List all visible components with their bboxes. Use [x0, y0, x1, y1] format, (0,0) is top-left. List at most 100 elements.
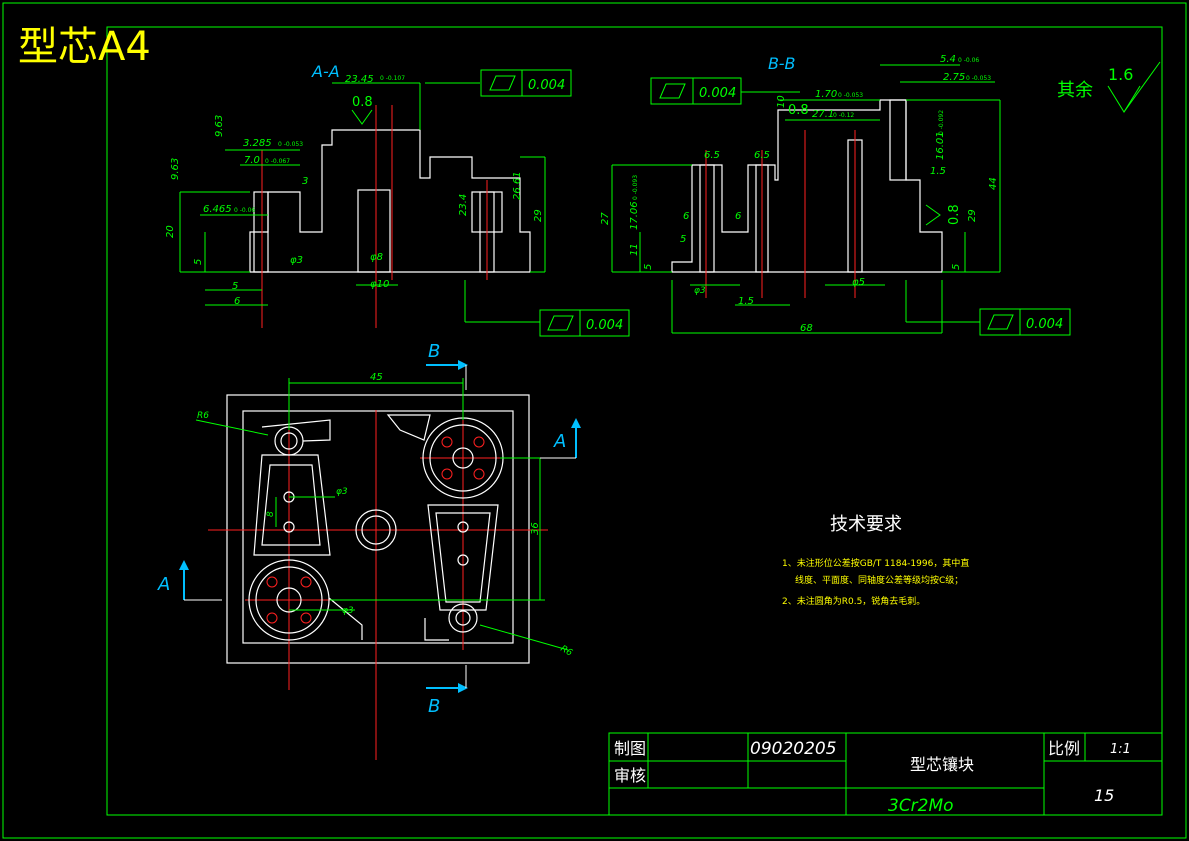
bb-dim-6-a: 6	[683, 211, 689, 222]
aa-flatness-frame-top: 0.004	[480, 69, 572, 97]
cut-arrow-a-right: A	[540, 418, 581, 459]
title-material: 3Cr2Mo	[888, 796, 954, 816]
plan-left-taper	[253, 454, 331, 556]
bb-dim-1-5: 1.5	[738, 296, 754, 307]
cut-arrow-a-left: A	[157, 560, 222, 601]
aa-dim-23-45: 23.45	[345, 74, 374, 85]
section-bb-label: B-B	[768, 54, 795, 73]
plan-left-taper-inner	[261, 464, 321, 546]
plan-tr-tab	[386, 414, 431, 441]
aa-dim-7-0: 7.0	[244, 155, 260, 166]
plan-dim-r6-bottom: R6	[559, 644, 575, 659]
aa-dim-phi10: φ10	[370, 279, 389, 290]
aa-roughness-value: 0.8	[352, 95, 373, 110]
plan-tr-pin-3	[441, 468, 453, 480]
svg-text:B: B	[428, 341, 440, 362]
plan-right-taper	[427, 504, 499, 611]
plan-center-bore	[361, 515, 391, 545]
bb-dim-phi5: φ5	[852, 277, 865, 288]
plan-bl-pin-3	[266, 612, 278, 624]
plan-dim-45: 45	[370, 372, 383, 383]
bb-dim-44: 44	[988, 177, 999, 190]
plan-tr-pin-2	[473, 436, 485, 448]
plan-bl-disc-inner	[255, 566, 323, 634]
plan-tr-center-hole	[452, 447, 474, 469]
bb-dim-1-5-top: 1.5	[930, 166, 946, 177]
title-scale-label: 比例	[1048, 739, 1080, 758]
bb-dim-6-b: 6	[735, 211, 741, 222]
bb-dim-27: 27	[600, 212, 611, 225]
title-scale-value: 1:1	[1110, 742, 1131, 757]
bb-roughness-value-top: 0.8	[788, 103, 809, 118]
plan-dim-phi3-bottom: φ3	[342, 606, 354, 616]
tech-req-line-3: 2、未注圆角为R0.5，锐角去毛刺。	[782, 595, 925, 607]
plan-view: 45 36 R6 R6 φ3 φ3 8 B B A A	[157, 341, 581, 760]
bb-dim-6-5-a: 6.5	[704, 150, 720, 161]
plan-right-bottom-hole	[455, 610, 471, 626]
bb-dim-16-01-tol: 0 -0.092	[938, 110, 945, 135]
aa-dim-7-0-tol: 0 -0.067	[265, 158, 290, 165]
bb-rib	[889, 99, 907, 181]
plan-dim-r6-top: R6	[197, 411, 209, 421]
aa-dim-6: 6	[234, 296, 240, 307]
bb-slot-left	[699, 164, 715, 273]
bb-dim-6-5-b: 6.5	[754, 150, 770, 161]
plan-bl-disc	[248, 559, 330, 641]
plan-right-taper-inner	[435, 512, 491, 603]
roughness-other-symbol	[1107, 85, 1141, 113]
bb-dim-27-1-tol: 0 -0.12	[833, 112, 854, 119]
aa-dim-3-285: 3.285	[243, 138, 272, 149]
plan-left-top-hole	[280, 432, 298, 450]
svg-text:B: B	[428, 696, 440, 717]
title-drawing-no: 09020205	[750, 739, 837, 759]
bb-dim-10: 10	[776, 95, 787, 108]
aa-dim-3: 3	[302, 176, 308, 187]
bb-dim-1-70-tol: 0 -0.053	[838, 92, 863, 99]
plan-tr-disc-inner	[429, 424, 497, 492]
bb-dim-1-70: 1.70	[815, 89, 837, 100]
plan-bl-tab	[328, 597, 363, 640]
aa-dim-26-61: 26.61	[512, 171, 523, 200]
aa-flatness-frame-bottom: 0.004	[539, 309, 630, 337]
bb-dim-5-4: 5.4	[940, 54, 956, 65]
plan-dim-phi3-top: φ3	[336, 487, 348, 497]
svg-text:0.004: 0.004	[699, 86, 736, 101]
title-sheet-no: 15	[1094, 786, 1114, 805]
general-roughness-note: 其余 1.6	[1057, 61, 1161, 113]
aa-dim-23-4: 23.4	[458, 194, 469, 216]
bb-flatness-frame-bottom: 0.004	[979, 308, 1071, 336]
svg-text:A: A	[553, 431, 566, 452]
aa-roughness-symbol	[351, 109, 373, 125]
plan-bl-center-hole	[276, 587, 302, 613]
aa-dim-9-63-a: 9.63	[214, 115, 225, 137]
plan-tr-pin-4	[473, 468, 485, 480]
bb-dim-5-4-tol: 0 -0.06	[958, 57, 979, 64]
plan-right-bottom-boss	[448, 603, 478, 633]
title-check-label: 审核	[614, 766, 646, 785]
plan-tr-pin-1	[441, 436, 453, 448]
plan-inner-outline	[242, 410, 514, 644]
tech-req-title: 技术要求	[830, 514, 902, 535]
aa-dim-29: 29	[533, 209, 544, 222]
bb-dim-27-1: 27.1	[812, 109, 834, 120]
aa-dim-23-45-tol: 0 -0.107	[380, 75, 405, 82]
plan-dimension-lines	[195, 378, 569, 651]
plan-bl-pin-1	[266, 576, 278, 588]
header-title: 型芯A4	[18, 24, 151, 70]
bb-dim-5-a: 5	[680, 234, 686, 245]
plan-dim-36: 36	[530, 522, 541, 535]
aa-center-slot	[357, 189, 391, 273]
tech-req-line-2: 线度、平面度、同轴度公差等级均按C级；	[795, 574, 963, 586]
title-part-name: 型芯镶块	[910, 755, 974, 774]
roughness-other-value: 1.6	[1108, 65, 1133, 84]
plan-center-boss	[355, 509, 397, 551]
bb-dim-2-75-tol: 0 -0.053	[966, 75, 991, 82]
svg-text:0.004: 0.004	[586, 318, 623, 333]
title-drawn-label: 制图	[614, 739, 646, 758]
section-bb-view: B-B	[600, 54, 1071, 336]
aa-dimension-lines	[179, 82, 546, 323]
bb-dim-29: 29	[967, 209, 978, 222]
plan-bl-pin-4	[300, 612, 312, 624]
